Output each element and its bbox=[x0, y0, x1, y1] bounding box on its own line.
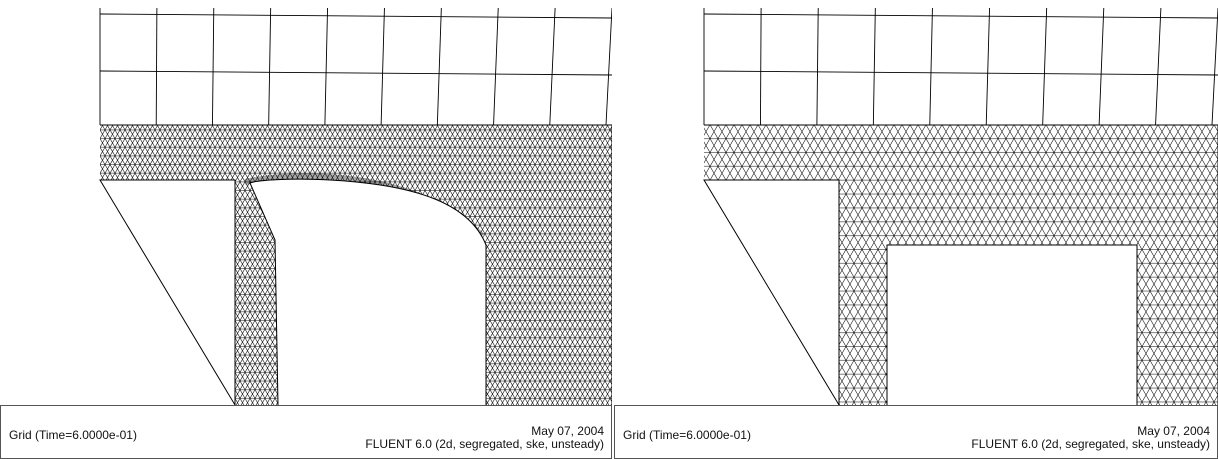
fine-mesh-right bbox=[703, 124, 1218, 407]
grid-time-label: Grid (Time=6.0000e-01) bbox=[623, 428, 751, 442]
coarse-grid-row-line bbox=[703, 13, 1218, 19]
coarse-grid-column-line bbox=[380, 7, 385, 126]
coarse-grid-column-line bbox=[324, 7, 329, 126]
coarse-grid-row-line bbox=[703, 70, 1218, 76]
solver-label: FLUENT 6.0 (2d, segregated, ske, unstead… bbox=[971, 437, 1210, 451]
grid-time-label: Grid (Time=6.0000e-01) bbox=[9, 428, 137, 442]
coarse-grid-column-line bbox=[816, 7, 819, 126]
date-label: May 07, 2004 bbox=[1137, 424, 1210, 438]
mesh-panel-right: Grid (Time=6.0000e-01) May 07, 2004 FLUE… bbox=[614, 0, 1218, 459]
fine-mesh-left bbox=[99, 124, 612, 407]
coarse-grid-column-line bbox=[1155, 7, 1162, 126]
coarse-grid-column-line bbox=[211, 7, 215, 126]
coarse-grid-left bbox=[99, 7, 612, 126]
coarse-grid-column-line bbox=[759, 7, 762, 126]
coarse-grid-right bbox=[703, 7, 1218, 126]
coarse-grid-column-line bbox=[436, 7, 442, 126]
coarse-grid-column-line bbox=[929, 7, 933, 126]
coarse-grid-column-line bbox=[605, 7, 612, 126]
caption-box: Grid (Time=6.0000e-01) May 07, 2004 FLUE… bbox=[0, 405, 612, 459]
coarse-grid-column-line bbox=[549, 7, 556, 126]
coarse-grid-column-line bbox=[1042, 7, 1048, 126]
mesh-view-left bbox=[99, 7, 612, 407]
mesh-panel-left: Grid (Time=6.0000e-01) May 07, 2004 FLUE… bbox=[0, 7, 612, 459]
coarse-grid-row-line bbox=[99, 70, 612, 76]
coarse-grid-column-line bbox=[268, 7, 272, 126]
coarse-grid-column-line bbox=[155, 7, 158, 126]
coarse-grid-column-line bbox=[1098, 7, 1105, 126]
mesh-view-right bbox=[703, 7, 1218, 407]
solver-label: FLUENT 6.0 (2d, segregated, ske, unstead… bbox=[365, 437, 604, 451]
coarse-grid-column-line bbox=[493, 7, 499, 126]
coarse-grid-column-line bbox=[1211, 7, 1218, 126]
caption-box: Grid (Time=6.0000e-01) May 07, 2004 FLUE… bbox=[614, 405, 1218, 459]
coarse-grid-column-line bbox=[985, 7, 991, 126]
coarse-grid-row-line bbox=[99, 13, 612, 19]
coarse-grid-column-line bbox=[872, 7, 876, 126]
date-label: May 07, 2004 bbox=[531, 424, 604, 438]
